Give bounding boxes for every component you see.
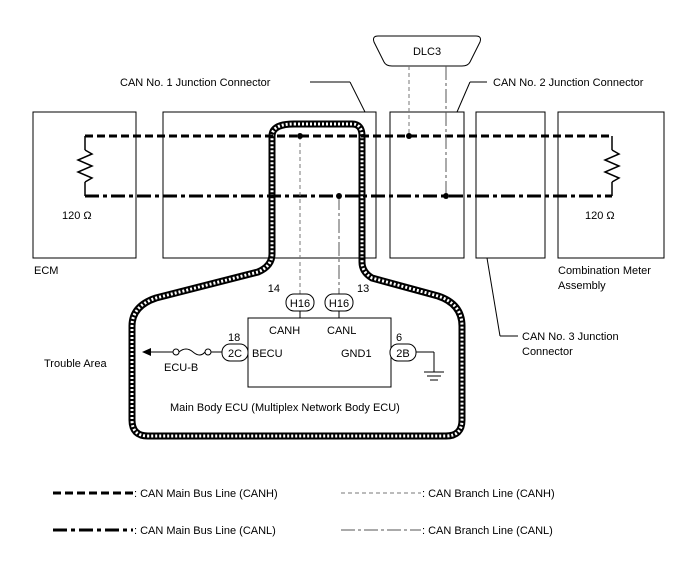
gnd1-pin-number: 6	[396, 332, 402, 344]
trouble-area-outline	[128, 120, 466, 440]
meter-resistor	[603, 149, 621, 183]
ecu-canl-junction-dot	[336, 193, 342, 199]
can1-junction-box	[162, 111, 377, 259]
meter-resistor-label: 120 Ω	[585, 210, 615, 222]
dlc3-label: DLC3	[413, 46, 441, 58]
trouble-area-outline-inner	[130, 122, 464, 438]
ecm-box	[32, 111, 137, 259]
can2-junction-box	[389, 111, 465, 259]
legend-main-canh: : CAN Main Bus Line (CANH)	[134, 488, 278, 500]
becu-pin-number: 18	[228, 332, 240, 344]
ecm-resistor-label: 120 Ω	[62, 210, 92, 222]
h16-canh-label: H16	[290, 298, 310, 310]
ecu-canh-junction-dot	[297, 133, 303, 139]
fuse-terminal-left	[172, 348, 180, 356]
can3-junction-box	[475, 111, 546, 259]
legend-main-canl: : CAN Main Bus Line (CANL)	[134, 525, 276, 537]
becu-terminal: BECU	[252, 348, 283, 360]
can1-junction-label: CAN No. 1 Junction Connector	[120, 77, 271, 89]
trouble-area-label: Trouble Area	[44, 358, 107, 370]
can1-leader-diag	[349, 81, 366, 113]
canh-pin-number: 14	[268, 283, 280, 295]
can3-junction-label-2: Connector	[522, 346, 573, 358]
dlc3-connector	[373, 35, 481, 67]
combination-meter-label-2: Assembly	[558, 280, 606, 292]
legend: : CAN Main Bus Line (CANH) : CAN Branch …	[53, 488, 555, 537]
fuse-label: ECU-B	[164, 362, 198, 374]
ecm-resistor	[76, 149, 94, 183]
combination-meter-box	[557, 111, 665, 259]
can3-leader-diag	[486, 257, 501, 337]
can2-junction-label: CAN No. 2 Junction Connector	[493, 77, 644, 89]
combination-meter-label-1: Combination Meter	[558, 265, 651, 277]
legend-branch-canl: : CAN Branch Line (CANL)	[422, 525, 553, 537]
dlc3-canl-junction-dot	[443, 193, 449, 199]
c2c-label: 2C	[228, 348, 242, 360]
c2b-label: 2B	[396, 348, 409, 360]
h16-canl-label: H16	[329, 298, 349, 310]
gnd1-terminal: GND1	[341, 348, 372, 360]
fuse-icon	[178, 348, 206, 356]
canl-terminal: CANL	[327, 325, 356, 337]
canl-pin-number: 13	[357, 283, 369, 295]
ecm-label: ECM	[34, 265, 58, 277]
fuse-terminal-right	[204, 348, 212, 356]
can2-leader-diag	[456, 81, 471, 113]
legend-branch-canh: : CAN Branch Line (CANH)	[422, 488, 555, 500]
main-body-ecu-label: Main Body ECU (Multiplex Network Body EC…	[170, 402, 400, 414]
canh-terminal: CANH	[269, 325, 300, 337]
dlc3-canh-junction-dot	[406, 133, 412, 139]
can3-junction-label-1: CAN No. 3 Junction	[522, 331, 619, 343]
trouble-area-arrow-head	[142, 348, 151, 356]
main-body-ecu-box	[247, 317, 392, 388]
